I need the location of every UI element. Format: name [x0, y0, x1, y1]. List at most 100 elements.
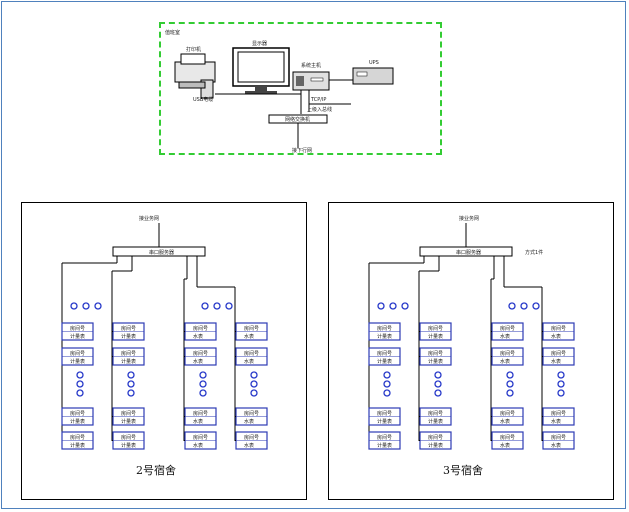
meter-type-label: 水表	[244, 358, 254, 365]
meter-type-label: 水表	[551, 333, 561, 340]
printer-icon	[174, 53, 216, 99]
side-note: 方式1件	[525, 249, 543, 256]
dorm-3-panel: 接业务网 3号宿舍 方式1件 串口服务器房间号计量表房间号计量表房间号计量表房间…	[328, 202, 614, 500]
host-icon	[292, 71, 330, 91]
usb-cable-label: USB电缆	[193, 96, 213, 103]
continuation-dot	[201, 302, 209, 310]
continuation-dot	[508, 302, 516, 310]
meter-type-label: 水表	[551, 442, 561, 449]
continuation-dot	[434, 389, 442, 397]
control-room-panel: 值班室 打印机 USB电缆 显示器 系统主机 UP	[159, 22, 442, 155]
continuation-dot	[76, 389, 84, 397]
continuation-dot	[434, 380, 442, 388]
printer-label: 打印机	[186, 46, 201, 53]
meter-type-label: 计量表	[70, 418, 85, 425]
meter-type-label: 计量表	[377, 418, 392, 425]
meter-id-label: 房间号	[551, 410, 566, 417]
continuation-dot	[557, 389, 565, 397]
meter-id-label: 房间号	[500, 434, 515, 441]
serial-server-label: 串口服务器	[456, 249, 481, 256]
meter-type-label: 计量表	[428, 358, 443, 365]
continuation-dot	[94, 302, 102, 310]
meter-id-label: 房间号	[121, 350, 136, 357]
meter-type-label: 计量表	[121, 333, 136, 340]
meter-id-label: 房间号	[500, 350, 515, 357]
meter-type-label: 计量表	[121, 418, 136, 425]
meter-id-label: 房间号	[500, 325, 515, 332]
meter-type-label: 水表	[244, 418, 254, 425]
continuation-dot	[127, 380, 135, 388]
meter-type-label: 计量表	[377, 358, 392, 365]
meter-id-label: 房间号	[377, 434, 392, 441]
continuation-dot	[383, 371, 391, 379]
continuation-dot	[76, 371, 84, 379]
continuation-dot	[250, 371, 258, 379]
continuation-dot	[401, 302, 409, 310]
meter-id-label: 房间号	[244, 350, 259, 357]
meter-type-label: 水表	[193, 442, 203, 449]
meter-type-label: 水表	[500, 358, 510, 365]
meter-type-label: 水表	[500, 442, 510, 449]
meter-type-label: 计量表	[121, 442, 136, 449]
dorm-title: 2号宿舍	[136, 463, 176, 477]
serial-server	[419, 246, 513, 257]
continuation-dot	[225, 302, 233, 310]
meter-id-label: 房间号	[377, 350, 392, 357]
meter-type-label: 计量表	[428, 333, 443, 340]
meter-id-label: 房间号	[428, 434, 443, 441]
meter-type-label: 计量表	[377, 333, 392, 340]
meter-type-label: 水表	[500, 418, 510, 425]
meter-id-label: 房间号	[70, 434, 85, 441]
internet-label: 上级入总线	[307, 106, 332, 113]
meter-type-label: 计量表	[428, 418, 443, 425]
meter-id-label: 房间号	[428, 350, 443, 357]
dorm-2-panel: 接业务网 2号宿舍 串口服务器房间号计量表房间号计量表房间号计量表房间号计量表房…	[21, 202, 307, 500]
ups-icon	[352, 67, 394, 85]
continuation-dot	[520, 302, 528, 310]
meter-id-label: 房间号	[244, 325, 259, 332]
meter-id-label: 房间号	[121, 410, 136, 417]
continuation-dot	[199, 389, 207, 397]
meter-type-label: 水表	[244, 333, 254, 340]
continuation-dot	[506, 380, 514, 388]
continuation-dot	[70, 302, 78, 310]
meter-id-label: 房间号	[70, 350, 85, 357]
serial-server-label: 串口服务器	[149, 249, 174, 256]
continuation-dot	[250, 389, 258, 397]
dorm-title: 3号宿舍	[443, 463, 483, 477]
meter-type-label: 水表	[193, 418, 203, 425]
serial-server	[112, 246, 206, 257]
meter-id-label: 房间号	[377, 325, 392, 332]
meter-type-label: 水表	[500, 333, 510, 340]
dorm-bus-label: 接业务网	[139, 215, 159, 222]
meter-id-label: 房间号	[70, 410, 85, 417]
meter-id-label: 房间号	[121, 325, 136, 332]
tcpip-label: TCP/IP	[310, 97, 326, 103]
meter-type-label: 计量表	[70, 358, 85, 365]
continuation-dot	[76, 380, 84, 388]
meter-id-label: 房间号	[193, 350, 208, 357]
continuation-dot	[506, 371, 514, 379]
continuation-dot	[389, 302, 397, 310]
meter-id-label: 房间号	[121, 434, 136, 441]
